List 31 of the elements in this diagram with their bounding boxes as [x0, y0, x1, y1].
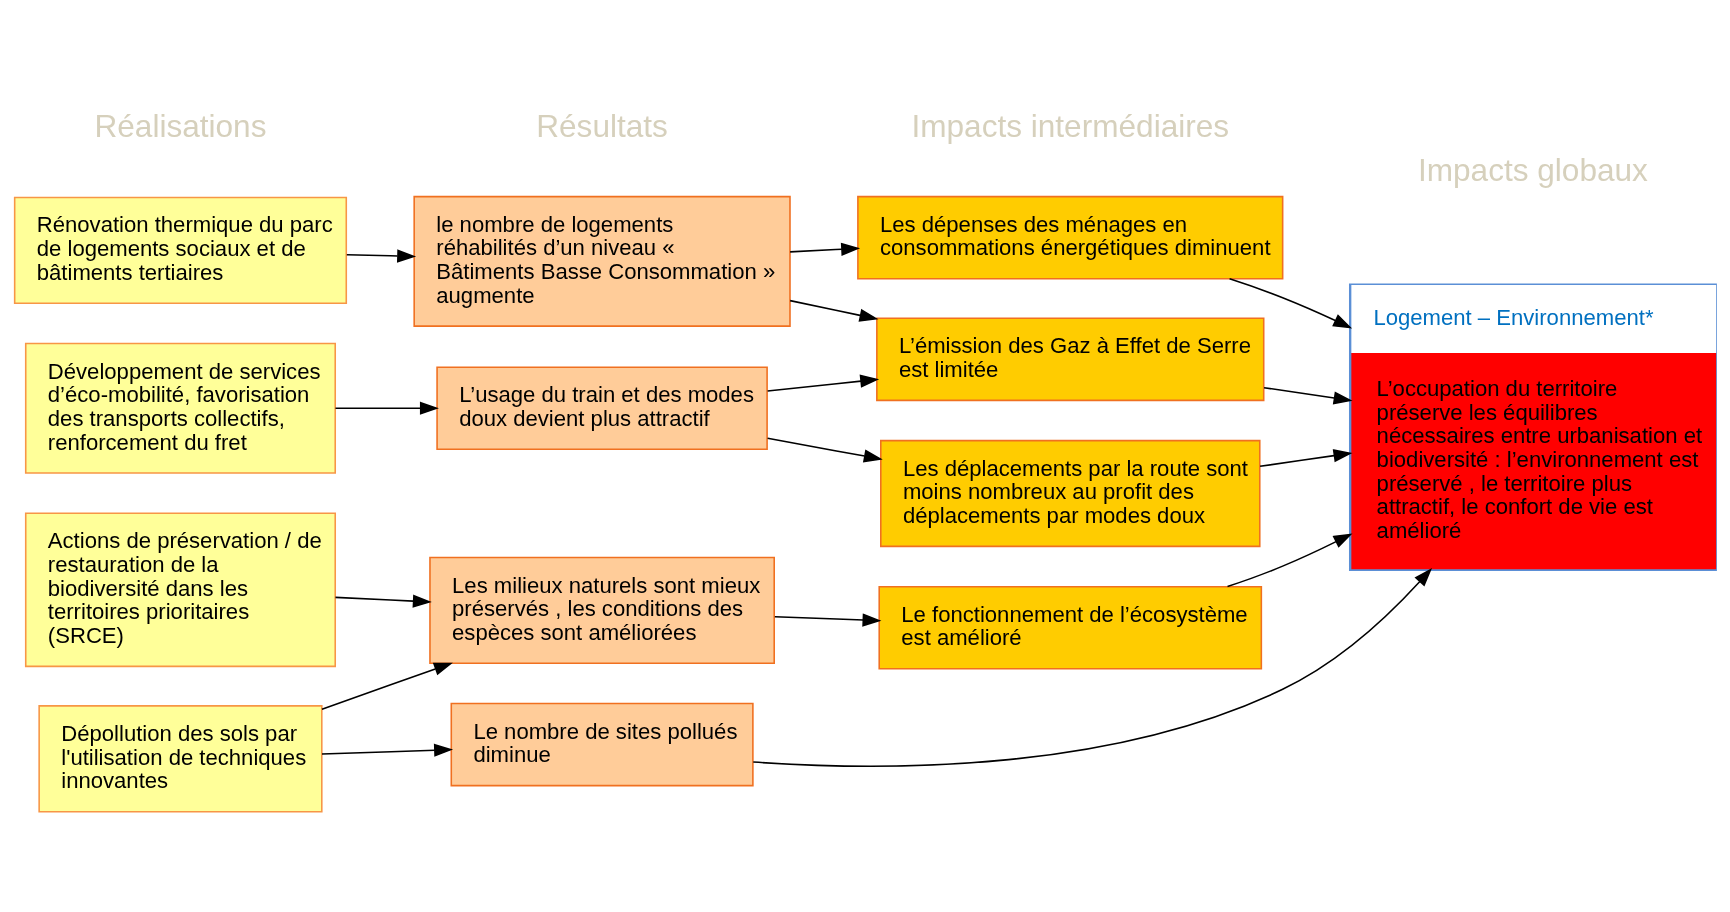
- arrow: [321, 662, 453, 710]
- arrow: [752, 567, 1433, 767]
- node-box: Les déplacements par la route sont moins nombreux au profit des déplacements par modes doux: [880, 439, 1261, 548]
- label: Résultats: [536, 107, 668, 144]
- arrow: [766, 374, 880, 392]
- node-box: Rénovation thermique du parc de logements sociaux et de bâtiments tertiaires: [13, 196, 348, 305]
- arrow: [789, 299, 879, 322]
- arrow: [321, 743, 454, 757]
- arrow: [334, 401, 439, 415]
- node-box: Actions de préservation / de restauration de la biodiversité dans les territoires prioritaires (SRCE): [24, 512, 336, 668]
- arrow: [1228, 278, 1353, 329]
- label: Impacts globaux: [1417, 151, 1648, 188]
- arrow: [1226, 533, 1353, 588]
- arrow: [1263, 386, 1353, 405]
- node-box: Le nombre de sites pollués diminue: [450, 702, 754, 787]
- arrow: [774, 613, 882, 627]
- node-box: Les dépenses des ménages en consommations énergétiques diminuent: [857, 195, 1284, 280]
- node-box: Dépollution des sols par l'utilisation de techniques innovantes: [38, 705, 323, 813]
- node-box: Le fonctionnement de l’écosystème est amélioré: [878, 585, 1263, 670]
- label: Réalisations: [94, 107, 267, 144]
- arrow: [1259, 449, 1353, 468]
- arrow: [334, 594, 432, 608]
- node-box: le nombre de logements réhabilités d’un niveau « Bâtiments Basse Consommation » augmente: [413, 195, 791, 327]
- arrow: [346, 249, 417, 263]
- arrow: [789, 242, 861, 256]
- node-box: Les milieux naturels sont mieux préservés , les conditions des espèces sont améliorées: [429, 556, 775, 665]
- node-box: L’émission des Gaz à Effet de Serre est limitée: [876, 317, 1265, 402]
- label: Impacts intermédiaires: [911, 107, 1230, 144]
- node-box: L’usage du train et des modes doux devient plus attractif: [436, 366, 768, 451]
- node-box: Développement de services d’éco-mobilité, favorisation des transports collectifs, renforcement du fret: [24, 342, 336, 474]
- arrow: [766, 437, 883, 463]
